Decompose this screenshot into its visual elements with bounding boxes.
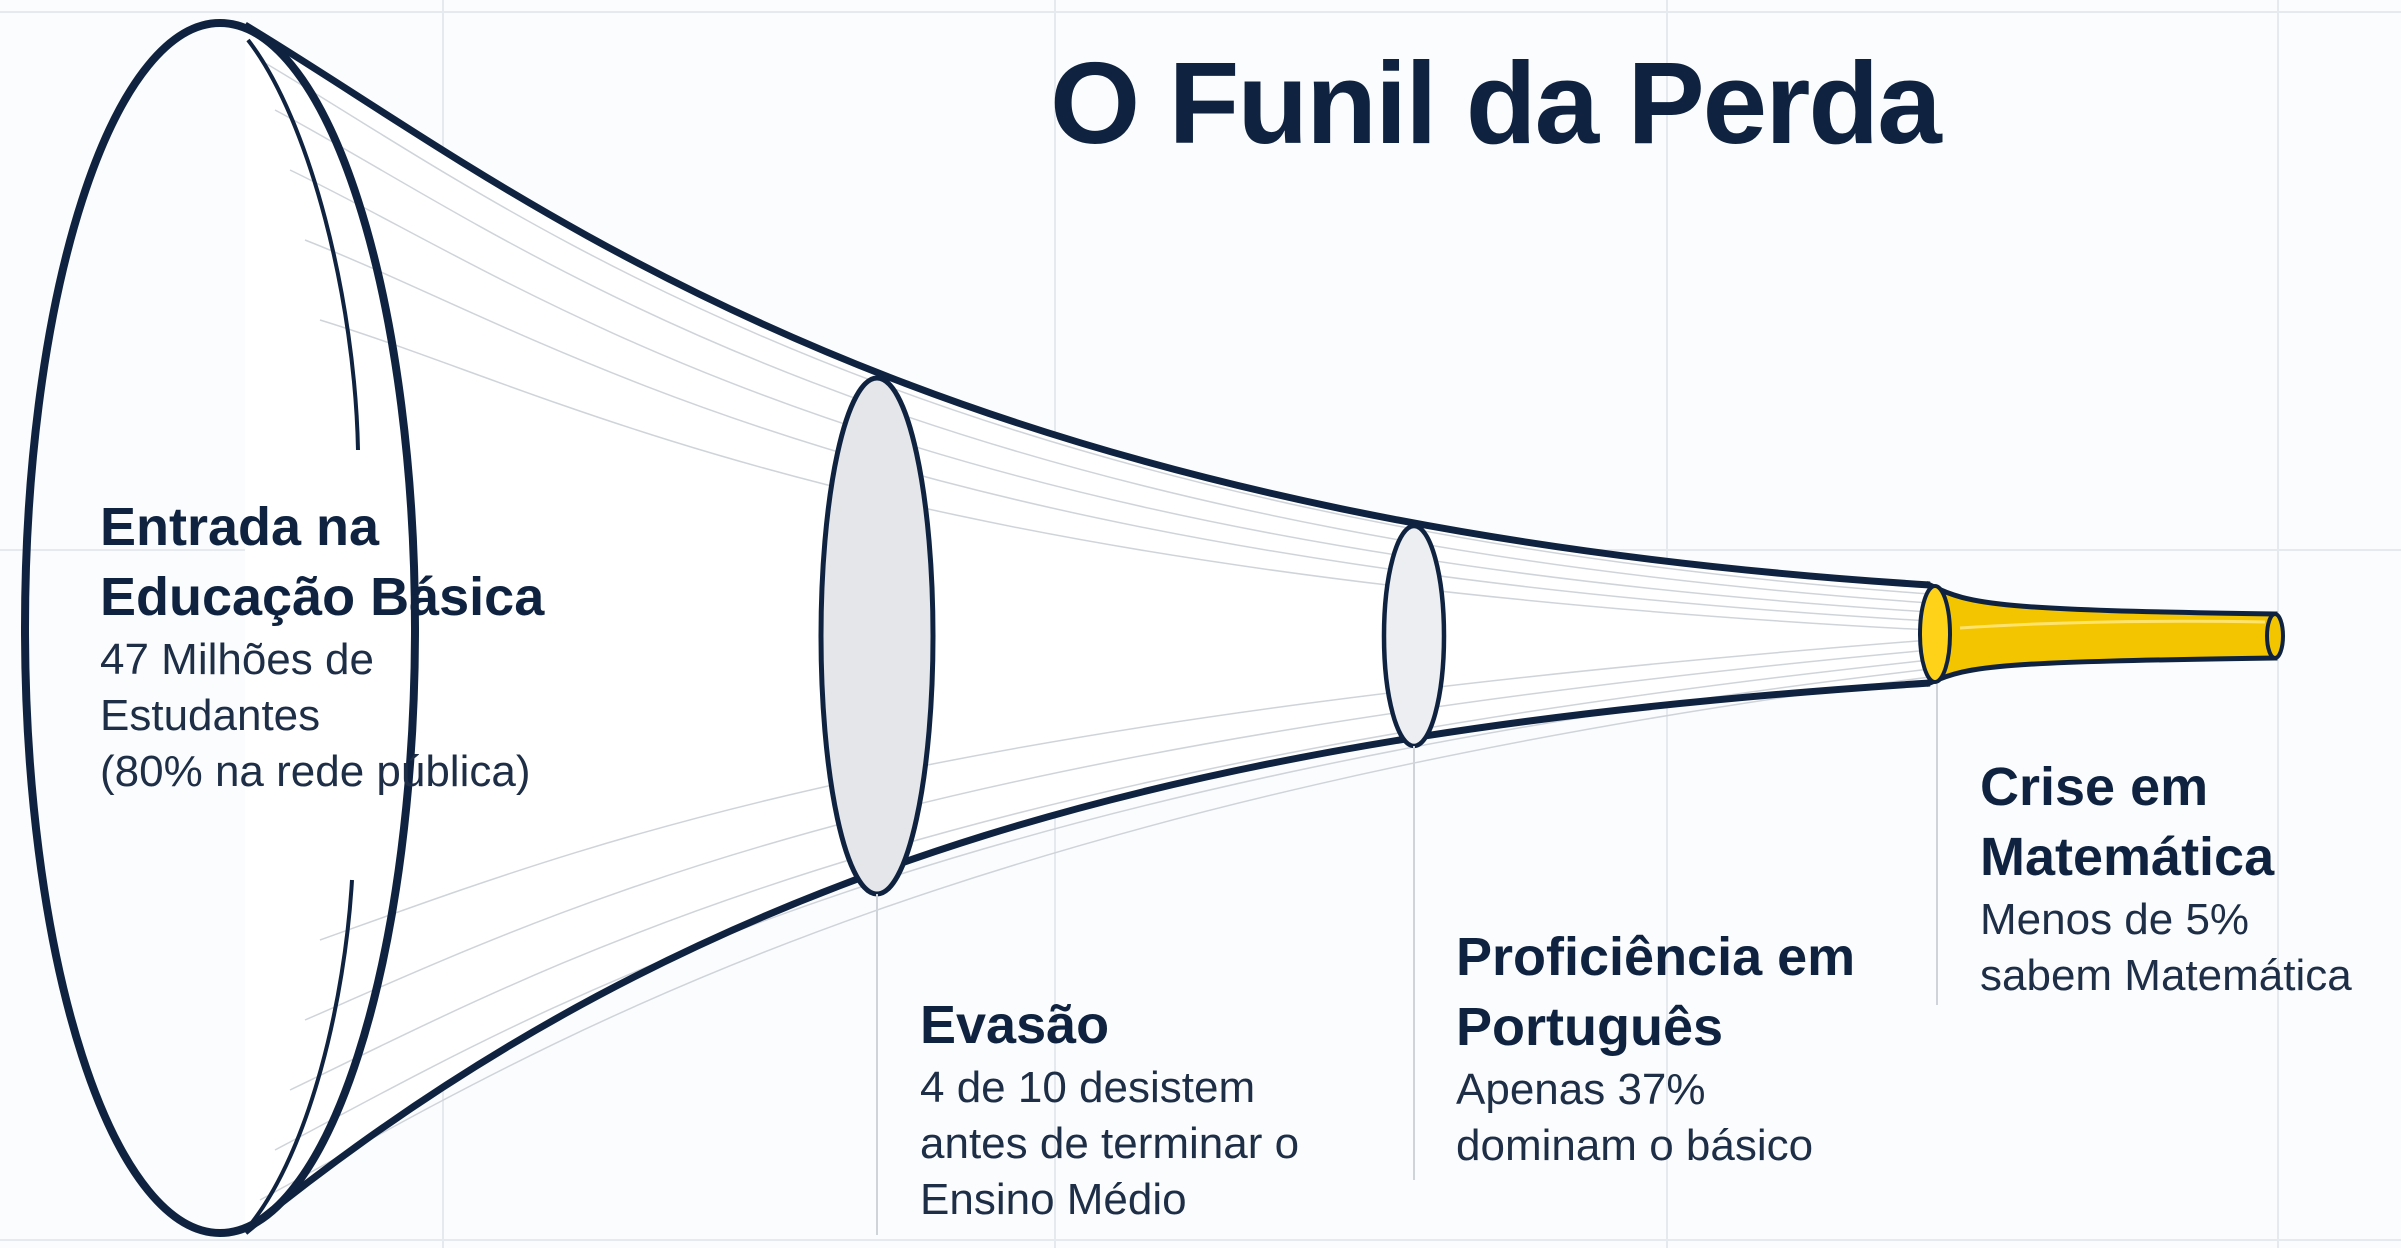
label-proficiencia: Proficiência em Português Apenas 37% dom…	[1456, 922, 1855, 1174]
label-matematica: Crise em Matemática Menos de 5% sabem Ma…	[1980, 752, 2352, 1004]
entrada-heading: Entrada na Educação Básica	[100, 497, 545, 627]
entrada-body: 47 Milhões de Estudantes (80% na rede pú…	[100, 635, 531, 796]
proficiencia-ring	[1381, 523, 1447, 749]
funnel-bottom-edge	[242, 679, 1931, 1235]
spout-tip	[2265, 612, 2285, 660]
funnel-top-edge	[243, 21, 1931, 589]
matematica-ring	[1918, 584, 1952, 684]
matematica-body: Menos de 5% sabem Matemática	[1980, 895, 2352, 1000]
evasao-body: 4 de 10 desistem antes de terminar o Ens…	[920, 1063, 1300, 1224]
funnel-body	[245, 25, 1930, 1232]
funnel-mouth-inner-arc-top	[246, 38, 360, 451]
label-entrada: Entrada na Educação Básica 47 Milhões de…	[100, 492, 544, 800]
label-evasao: Evasão 4 de 10 desistem antes de termina…	[920, 990, 1299, 1228]
spout-highlight	[1959, 619, 2266, 630]
evasao-ring	[818, 375, 936, 897]
proficiencia-heading: Proficiência em Português	[1456, 927, 1856, 1057]
funnel-mouth-inner-arc-bottom	[248, 879, 354, 1227]
matematica-heading: Crise em Matemática	[1980, 757, 2275, 887]
proficiencia-body: Apenas 37% dominam o básico	[1456, 1065, 1814, 1170]
evasao-heading: Evasão	[920, 995, 1110, 1055]
funnel-mouth	[21, 19, 419, 1237]
page-title: O Funil da Perda	[1050, 38, 1942, 168]
matematica-spout	[1927, 580, 2278, 687]
